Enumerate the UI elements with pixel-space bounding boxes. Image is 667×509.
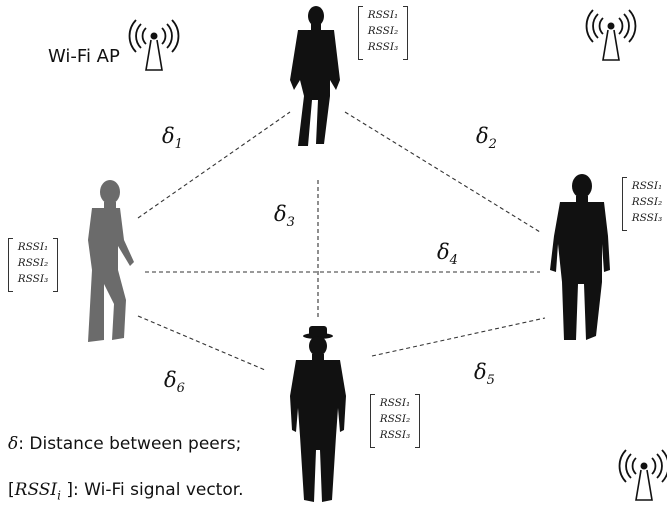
distance-line-5 — [371, 317, 546, 357]
person-silhouette-bottom — [290, 326, 346, 502]
rssi-row: RSSI₂ — [367, 25, 399, 37]
delta-label-1: δ1 — [162, 124, 183, 153]
legend-delta: δ: Distance between peers; — [8, 434, 242, 454]
rssi-row: RSSI₂ — [17, 257, 49, 269]
wifi-ap-icon — [585, 9, 637, 61]
person-silhouette-left — [88, 180, 134, 342]
rssi-row: RSSI₁ — [17, 241, 49, 253]
person-silhouette-top — [290, 6, 340, 146]
delta-label-3: δ3 — [274, 202, 295, 231]
legend-rssi: [RSSIi ]: Wi-Fi signal vector. — [8, 480, 244, 503]
rssi-row: RSSI₃ — [631, 212, 663, 224]
distance-line-2 — [344, 111, 541, 233]
person-silhouette-right — [550, 174, 610, 340]
rssi-row: RSSI₂ — [379, 413, 411, 425]
wifi-ap-label: Wi-Fi AP — [48, 46, 120, 67]
rssi-vector-top: RSSI₁ RSSI₂ RSSI₃ — [358, 6, 408, 60]
rssi-vector-left: RSSI₁ RSSI₂ RSSI₃ — [8, 238, 58, 292]
wifi-ap-icon — [618, 449, 667, 501]
rssi-row: RSSI₃ — [17, 273, 49, 285]
rssi-row: RSSI₁ — [631, 180, 663, 192]
rssi-row: RSSI₁ — [379, 397, 411, 409]
distance-line-6 — [137, 315, 266, 371]
delta-label-2: δ2 — [476, 124, 497, 153]
delta-label-5: δ5 — [474, 360, 495, 389]
delta-label-4: δ4 — [437, 240, 458, 269]
rssi-vector-right: RSSI₁ RSSI₂ RSSI₃ — [622, 177, 667, 231]
rssi-row: RSSI₃ — [379, 429, 411, 441]
rssi-row: RSSI₃ — [367, 41, 399, 53]
wifi-ap-icon — [128, 19, 180, 71]
distance-line-1 — [137, 111, 291, 219]
delta-label-6: δ6 — [164, 368, 185, 397]
rssi-row: RSSI₂ — [631, 196, 663, 208]
rssi-vector-bottom: RSSI₁ RSSI₂ RSSI₃ — [370, 394, 420, 448]
rssi-row: RSSI₁ — [367, 9, 399, 21]
